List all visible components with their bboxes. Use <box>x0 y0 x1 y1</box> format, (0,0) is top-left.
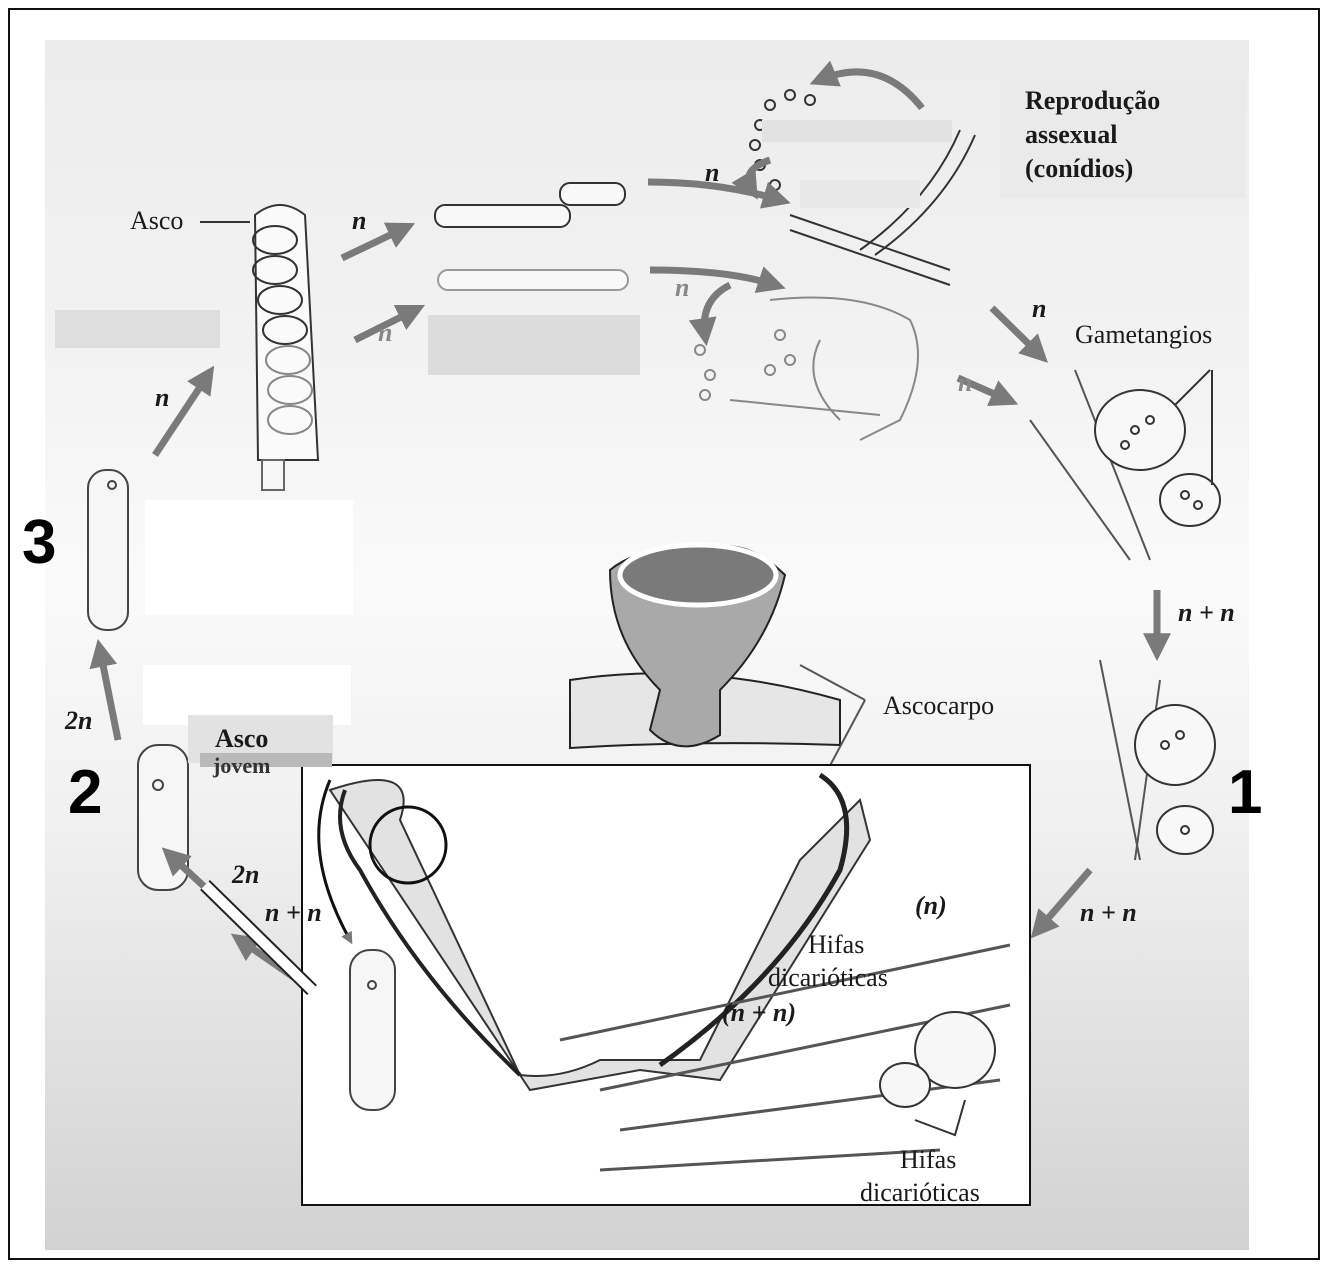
mask-box-6 <box>145 500 353 615</box>
ploidy-n-plus-n-1: n + n <box>1178 600 1235 626</box>
label-assexual: assexual <box>1025 122 1117 148</box>
mask-box-2 <box>428 315 640 375</box>
ploidy-n-3: n <box>1032 296 1046 322</box>
mask-box-4 <box>800 180 920 208</box>
label-dicarioticas-2: dicarióticas <box>860 1180 980 1206</box>
label-gametangios: Gametangios <box>1075 322 1212 348</box>
ascocarp-drawing <box>570 545 865 775</box>
plasmogamy-drawing <box>1100 660 1215 860</box>
step-number-1: 1 <box>1228 762 1262 824</box>
label-conidios: (conídios) <box>1025 156 1133 182</box>
ploidy-n-plus-n-2: n + n <box>1080 900 1137 926</box>
ploidy-n-4: n <box>155 385 169 411</box>
mask-box-10 <box>870 865 995 885</box>
ploidy-n-1: n <box>352 208 366 234</box>
label-asco: Asco <box>130 208 183 234</box>
ploidy-n-5: n <box>378 320 392 346</box>
ploidy-n-plus-n-3: n + n <box>265 900 322 926</box>
label-dicarioticas-1: dicarióticas <box>768 965 888 991</box>
label-n-inset: (n) <box>915 893 947 919</box>
label-asco-jovem-2: jovem <box>213 755 270 777</box>
mask-box-1 <box>55 310 220 348</box>
ploidy-n-2: n <box>705 160 719 186</box>
label-n-plus-n-inset: (n + n) <box>722 1000 796 1026</box>
label-hifas-1: Hifas <box>808 932 864 958</box>
mycelium-drawing <box>695 298 918 441</box>
ploidy-n-7: n <box>958 370 972 396</box>
label-asco-jovem-1: Asco <box>215 726 268 752</box>
ploidy-n-6: n <box>675 275 689 301</box>
step-number-2: 2 <box>68 762 102 824</box>
step-number-3: 3 <box>22 512 56 574</box>
label-ascocarpo: Ascocarpo <box>883 693 994 719</box>
ploidy-2n-2: 2n <box>232 862 259 888</box>
label-hifas-2: Hifas <box>900 1147 956 1173</box>
inset-section <box>302 765 1030 1205</box>
mask-box-3 <box>762 120 952 142</box>
ploidy-2n-1: 2n <box>65 708 92 734</box>
gametangia-drawing <box>1030 370 1220 560</box>
hyphae-top <box>435 183 628 290</box>
label-reproducao: Reprodução <box>1025 88 1160 114</box>
